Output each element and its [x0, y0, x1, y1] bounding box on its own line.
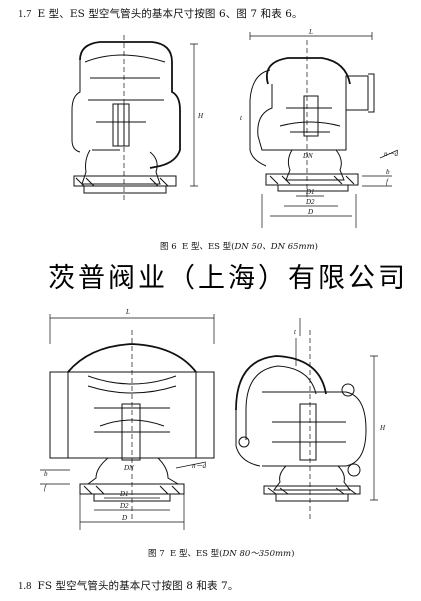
figure-7-drawing: L H t DN n－d b f D1 D2 D	[40, 308, 386, 530]
fig6-dim-D2: D2	[305, 198, 315, 206]
fig7-dim-DN: DN	[123, 464, 134, 472]
fig7-dim-D1: D1	[119, 490, 129, 498]
section-number: 1.7	[18, 9, 32, 20]
fig6-caption-prefix: 图 6	[160, 242, 177, 252]
figure-7-caption: 图 7 E 型、ES 型(DN 80～350mm)	[148, 547, 294, 559]
fig7-caption-prefix: 图 7	[148, 549, 165, 559]
fig6-dim-nd: n－d	[384, 150, 398, 158]
fig7-caption-close: )	[291, 549, 295, 559]
fig6-dim-D: D	[307, 208, 313, 216]
fig6-dim-t: t	[240, 114, 243, 122]
figure-6-drawing: L H t DN n－d b f D1 D2 D	[71, 28, 398, 228]
fig6-caption-dn: DN 50、DN 65mm	[234, 242, 315, 252]
section-1-8-heading: 1.8 FS 型空气管头的基本尺寸按图 8 和表 7。	[18, 578, 238, 593]
fig7-dim-nd: n－d	[192, 462, 206, 470]
section-text: E 型、ES 型空气管头的基本尺寸按图 6、图 7 和表 6。	[37, 8, 303, 20]
fig7-dim-D: D	[121, 514, 127, 522]
company-banner: 茨普阀业（上海）有限公司	[48, 263, 408, 294]
fig6-caption-close: )	[314, 242, 318, 252]
figure-6-caption: 图 6 E 型、ES 型(DN 50、DN 65mm)	[160, 240, 318, 252]
section-1-7-heading: 1.7 E 型、ES 型空气管头的基本尺寸按图 6、图 7 和表 6。	[18, 6, 303, 21]
fig7-caption-dn: DN 80～350mm	[222, 549, 292, 559]
fig7-dim-L: L	[125, 308, 130, 316]
fig7-caption-models: E 型、ES 型(	[170, 549, 223, 559]
fig6-dim-b: b	[386, 168, 390, 176]
fig6-caption-models: E 型、ES 型(	[182, 242, 235, 252]
section-number: 1.8	[18, 581, 32, 592]
fig7-dim-b: b	[44, 470, 48, 478]
fig6-dim-D1: D1	[305, 188, 315, 196]
fig6-dim-DN: DN	[302, 152, 313, 160]
fig7-dim-D2: D2	[119, 502, 129, 510]
fig6-dim-f: f	[386, 178, 389, 186]
fig6-dim-L: L	[308, 28, 313, 36]
section-text: FS 型空气管头的基本尺寸按图 8 和表 7。	[37, 580, 239, 592]
fig7-dim-H: H	[379, 424, 386, 432]
fig6-dim-H: H	[197, 112, 204, 120]
fig7-dim-f: f	[44, 484, 47, 492]
fig7-dim-t: t	[294, 328, 297, 336]
